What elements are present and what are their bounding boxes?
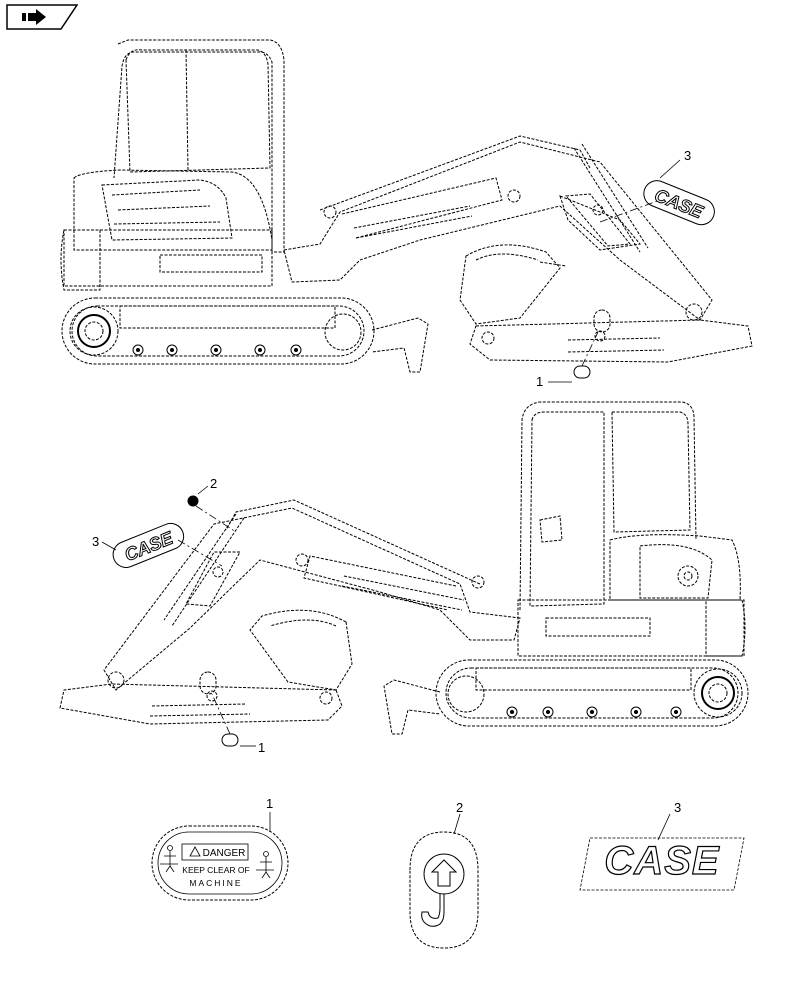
arm-middle xyxy=(59,683,343,725)
track-top xyxy=(61,297,375,365)
danger-title: DANGER xyxy=(203,848,246,859)
svg-text:CASE: CASE xyxy=(604,839,719,883)
callout-1-middle: 1 xyxy=(211,693,265,755)
lift-hook-arrow-icon xyxy=(421,853,465,927)
excavator-top-view xyxy=(60,39,753,379)
callout-3-decal: 3 xyxy=(657,800,681,841)
callout-3-top: 3 xyxy=(659,148,691,179)
svg-text:2: 2 xyxy=(210,476,217,491)
boom-middle xyxy=(103,507,521,691)
track-middle xyxy=(435,659,749,727)
next-page-button[interactable] xyxy=(6,4,79,30)
counterweight-top xyxy=(60,229,101,291)
person-crush-icon-left xyxy=(160,845,178,873)
svg-text:1: 1 xyxy=(536,374,543,389)
danger-line1: KEEP CLEAR OF xyxy=(182,865,249,875)
svg-text:3: 3 xyxy=(92,534,99,549)
excavator-middle-view xyxy=(59,401,749,747)
callout-3-middle: 3 xyxy=(92,534,117,551)
danger-line2: MACHINE xyxy=(189,878,242,888)
callout-2-decal: 2 xyxy=(453,800,463,835)
bucket-middle xyxy=(249,609,353,691)
svg-text:2: 2 xyxy=(456,800,463,815)
arm-top xyxy=(469,319,753,363)
callout-2-middle: 2 xyxy=(195,476,237,533)
danger-decal: DANGER KEEP CLEAR OF MACHINE xyxy=(151,825,289,901)
callout-1-top: 1 xyxy=(536,331,599,389)
svg-text:1: 1 xyxy=(266,796,273,811)
boom-top xyxy=(283,141,713,321)
person-crush-icon-right xyxy=(256,851,274,879)
case-logo-decal: CASE xyxy=(579,837,745,891)
svg-text:3: 3 xyxy=(674,800,681,815)
sprocket-middle xyxy=(693,668,743,718)
svg-text:1: 1 xyxy=(258,740,265,755)
case-decal-middle: CASE xyxy=(112,522,223,568)
bucket-top xyxy=(459,244,561,325)
warning-triangle-icon xyxy=(189,846,201,857)
sprocket-top xyxy=(69,306,119,356)
cab-top xyxy=(113,39,285,253)
svg-text:3: 3 xyxy=(684,148,691,163)
arrow-right-icon xyxy=(22,9,46,25)
callout-1-decal: 1 xyxy=(266,796,273,832)
cab-middle xyxy=(519,401,697,611)
lift-hook-decal xyxy=(409,831,479,949)
